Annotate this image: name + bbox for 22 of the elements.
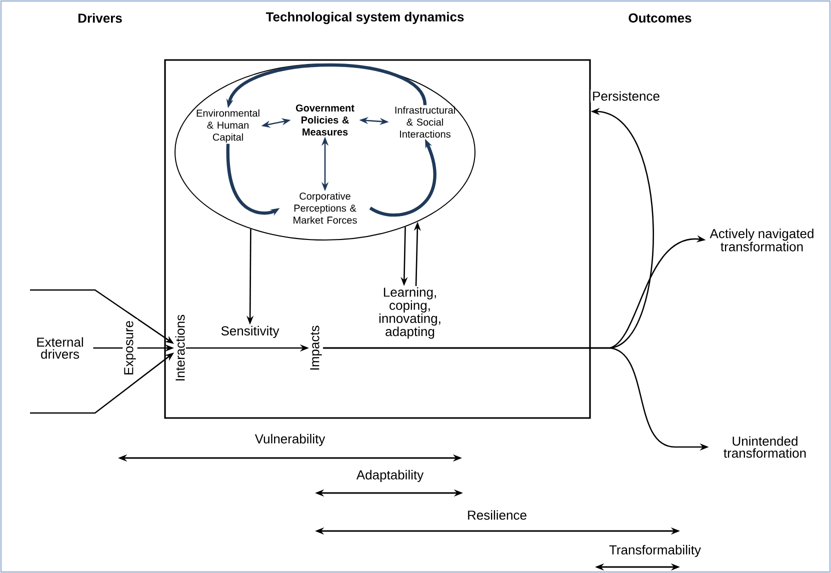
factor-text: Infrastructural & Social Interactions bbox=[395, 106, 455, 138]
edge-label: Persistence bbox=[590, 90, 662, 102]
range-label: Vulnerability bbox=[254, 434, 326, 446]
driver-text: External drivers bbox=[37, 337, 83, 359]
outcome-text: Actively navigated transformation bbox=[710, 228, 814, 252]
stage-text: Learning, coping, innovating, adapting bbox=[379, 287, 440, 339]
system-box bbox=[164, 59, 591, 419]
column-heading: Technological system dynamics bbox=[266, 12, 464, 24]
ellipse bbox=[174, 64, 476, 240]
stage-text: Impacts bbox=[310, 326, 322, 370]
edge-label: Exposure bbox=[122, 319, 138, 377]
factor-text: Corporative Perceptions & Market Forces bbox=[294, 192, 357, 224]
stage-text: Sensitivity bbox=[221, 326, 280, 338]
range-label: Adaptability bbox=[356, 470, 424, 482]
factor-text: Environmental & Human Capital bbox=[196, 109, 260, 143]
outcome-text: Unintended transformation bbox=[724, 436, 806, 458]
factor-text: Government Policies & Measures bbox=[296, 104, 354, 136]
range-label: Resilience bbox=[468, 510, 526, 520]
column-heading: Outcomes bbox=[628, 13, 692, 23]
column-heading: Drivers bbox=[78, 13, 122, 23]
range-label: Transformability bbox=[609, 544, 701, 558]
stage-text: Interactions bbox=[175, 314, 185, 380]
